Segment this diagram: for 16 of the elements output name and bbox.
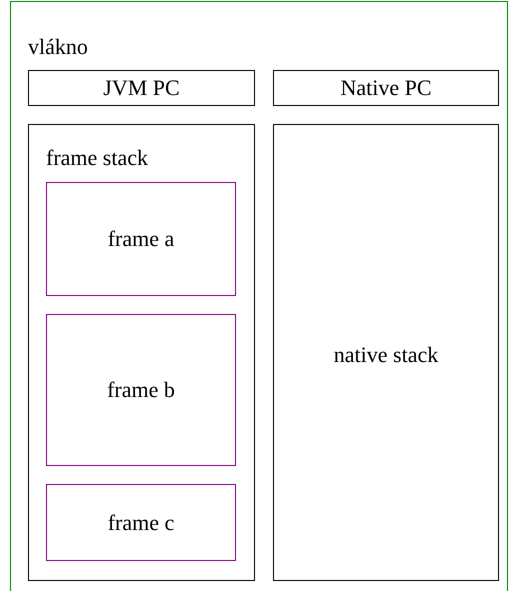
box-label: frame c [106, 510, 176, 535]
frame-box [46, 182, 236, 296]
frame-box [46, 484, 236, 561]
stack-box [28, 124, 255, 581]
thread-box [10, 1, 508, 591]
thread-label: vlákno [28, 35, 88, 60]
frame-box [46, 314, 236, 466]
box-label: JVM PC [102, 76, 181, 100]
register-box [28, 70, 255, 106]
register-box [273, 70, 499, 106]
box-label: frame stack [46, 146, 148, 170]
box-label: frame a [106, 227, 176, 252]
box-label: frame b [106, 378, 176, 402]
box-label: Native PC [339, 76, 433, 100]
register-box [273, 124, 499, 581]
box-label: native stack [332, 343, 440, 368]
